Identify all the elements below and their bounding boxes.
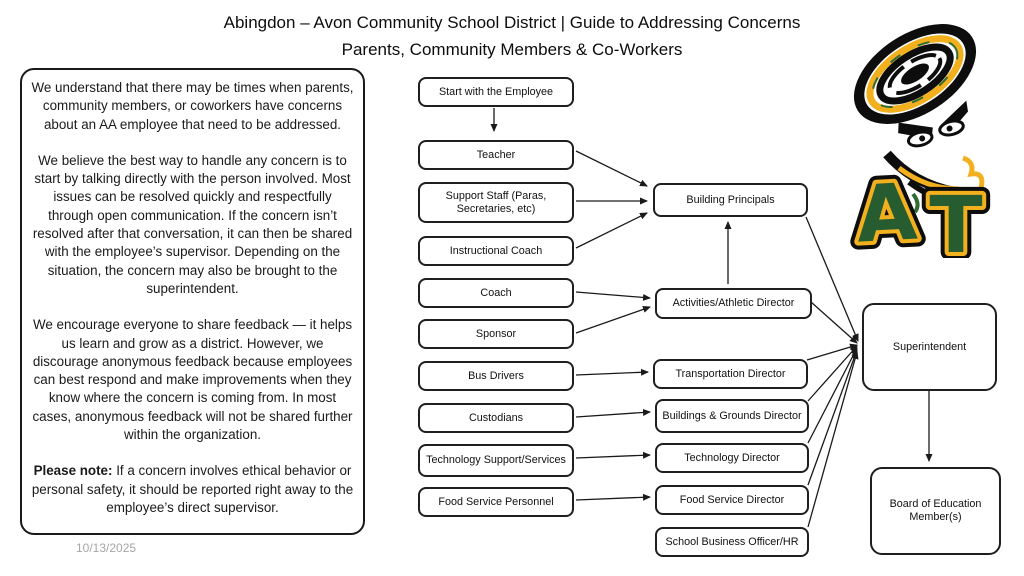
flow-box-start-with-employee: Start with the Employee	[418, 77, 574, 107]
flow-box-custodians: Custodians	[418, 403, 574, 433]
title-line-2: Parents, Community Members & Co-Workers	[341, 40, 683, 59]
district-tornado-logo: A A T T	[846, 24, 991, 258]
tornado-swirl-icon	[853, 24, 977, 124]
logo-letter-t-outline: T	[929, 181, 982, 258]
flow-box-food-service-personnel: Food Service Personnel	[418, 487, 574, 517]
flow-box-bus-drivers: Bus Drivers	[418, 361, 574, 391]
logo-letters: A A T T	[846, 160, 990, 258]
info-paragraph-3: We encourage everyone to share feedback …	[32, 317, 353, 443]
flow-box-support-staff: Support Staff (Paras, Secretaries, etc)	[418, 182, 574, 223]
flow-box-transportation-director: Transportation Director	[653, 359, 808, 389]
info-panel: We understand that there may be times wh…	[20, 68, 365, 535]
info-paragraph-2: We believe the best way to handle any co…	[32, 152, 353, 296]
title-line-1: Abingdon – Avon Community School Distric…	[223, 13, 801, 32]
info-note-text: If a concern involves ethical behavior o…	[31, 463, 354, 515]
logo-letter-a: A	[854, 168, 919, 258]
flow-box-activities-athletic-director: Activities/Athletic Director	[655, 288, 812, 319]
flow-box-technology-director: Technology Director	[655, 443, 809, 473]
flow-box-school-business-officer: School Business Officer/HR	[655, 527, 809, 557]
info-paragraph-1: We understand that there may be times wh…	[31, 80, 354, 132]
flow-box-buildings-grounds-director: Buildings & Grounds Director	[655, 399, 809, 433]
logo-letter-t: T	[929, 181, 982, 258]
info-note-label: Please note:	[33, 463, 113, 479]
flow-box-building-principals: Building Principals	[653, 183, 808, 217]
info-note: Please note: If a concern involves ethic…	[31, 462, 354, 517]
flow-box-sponsor: Sponsor	[418, 319, 574, 349]
tornado-eyes-icon	[898, 100, 968, 148]
logo-letter-a-outline: A	[854, 168, 919, 258]
page-title: Abingdon – Avon Community School Distric…	[0, 9, 1024, 63]
tornado-funnel-icon	[883, 150, 985, 214]
flow-box-instructional-coach: Instructional Coach	[418, 236, 574, 266]
flow-box-superintendent: Superintendent	[862, 303, 997, 391]
flow-box-coach: Coach	[418, 278, 574, 308]
date-stamp: 10/13/2025	[76, 541, 137, 555]
flow-box-teacher: Teacher	[418, 140, 574, 170]
flow-box-food-service-director: Food Service Director	[655, 485, 809, 515]
flow-box-technology-support: Technology Support/Services	[418, 444, 574, 477]
flow-box-board-of-education: Board of Education Member(s)	[870, 467, 1001, 555]
